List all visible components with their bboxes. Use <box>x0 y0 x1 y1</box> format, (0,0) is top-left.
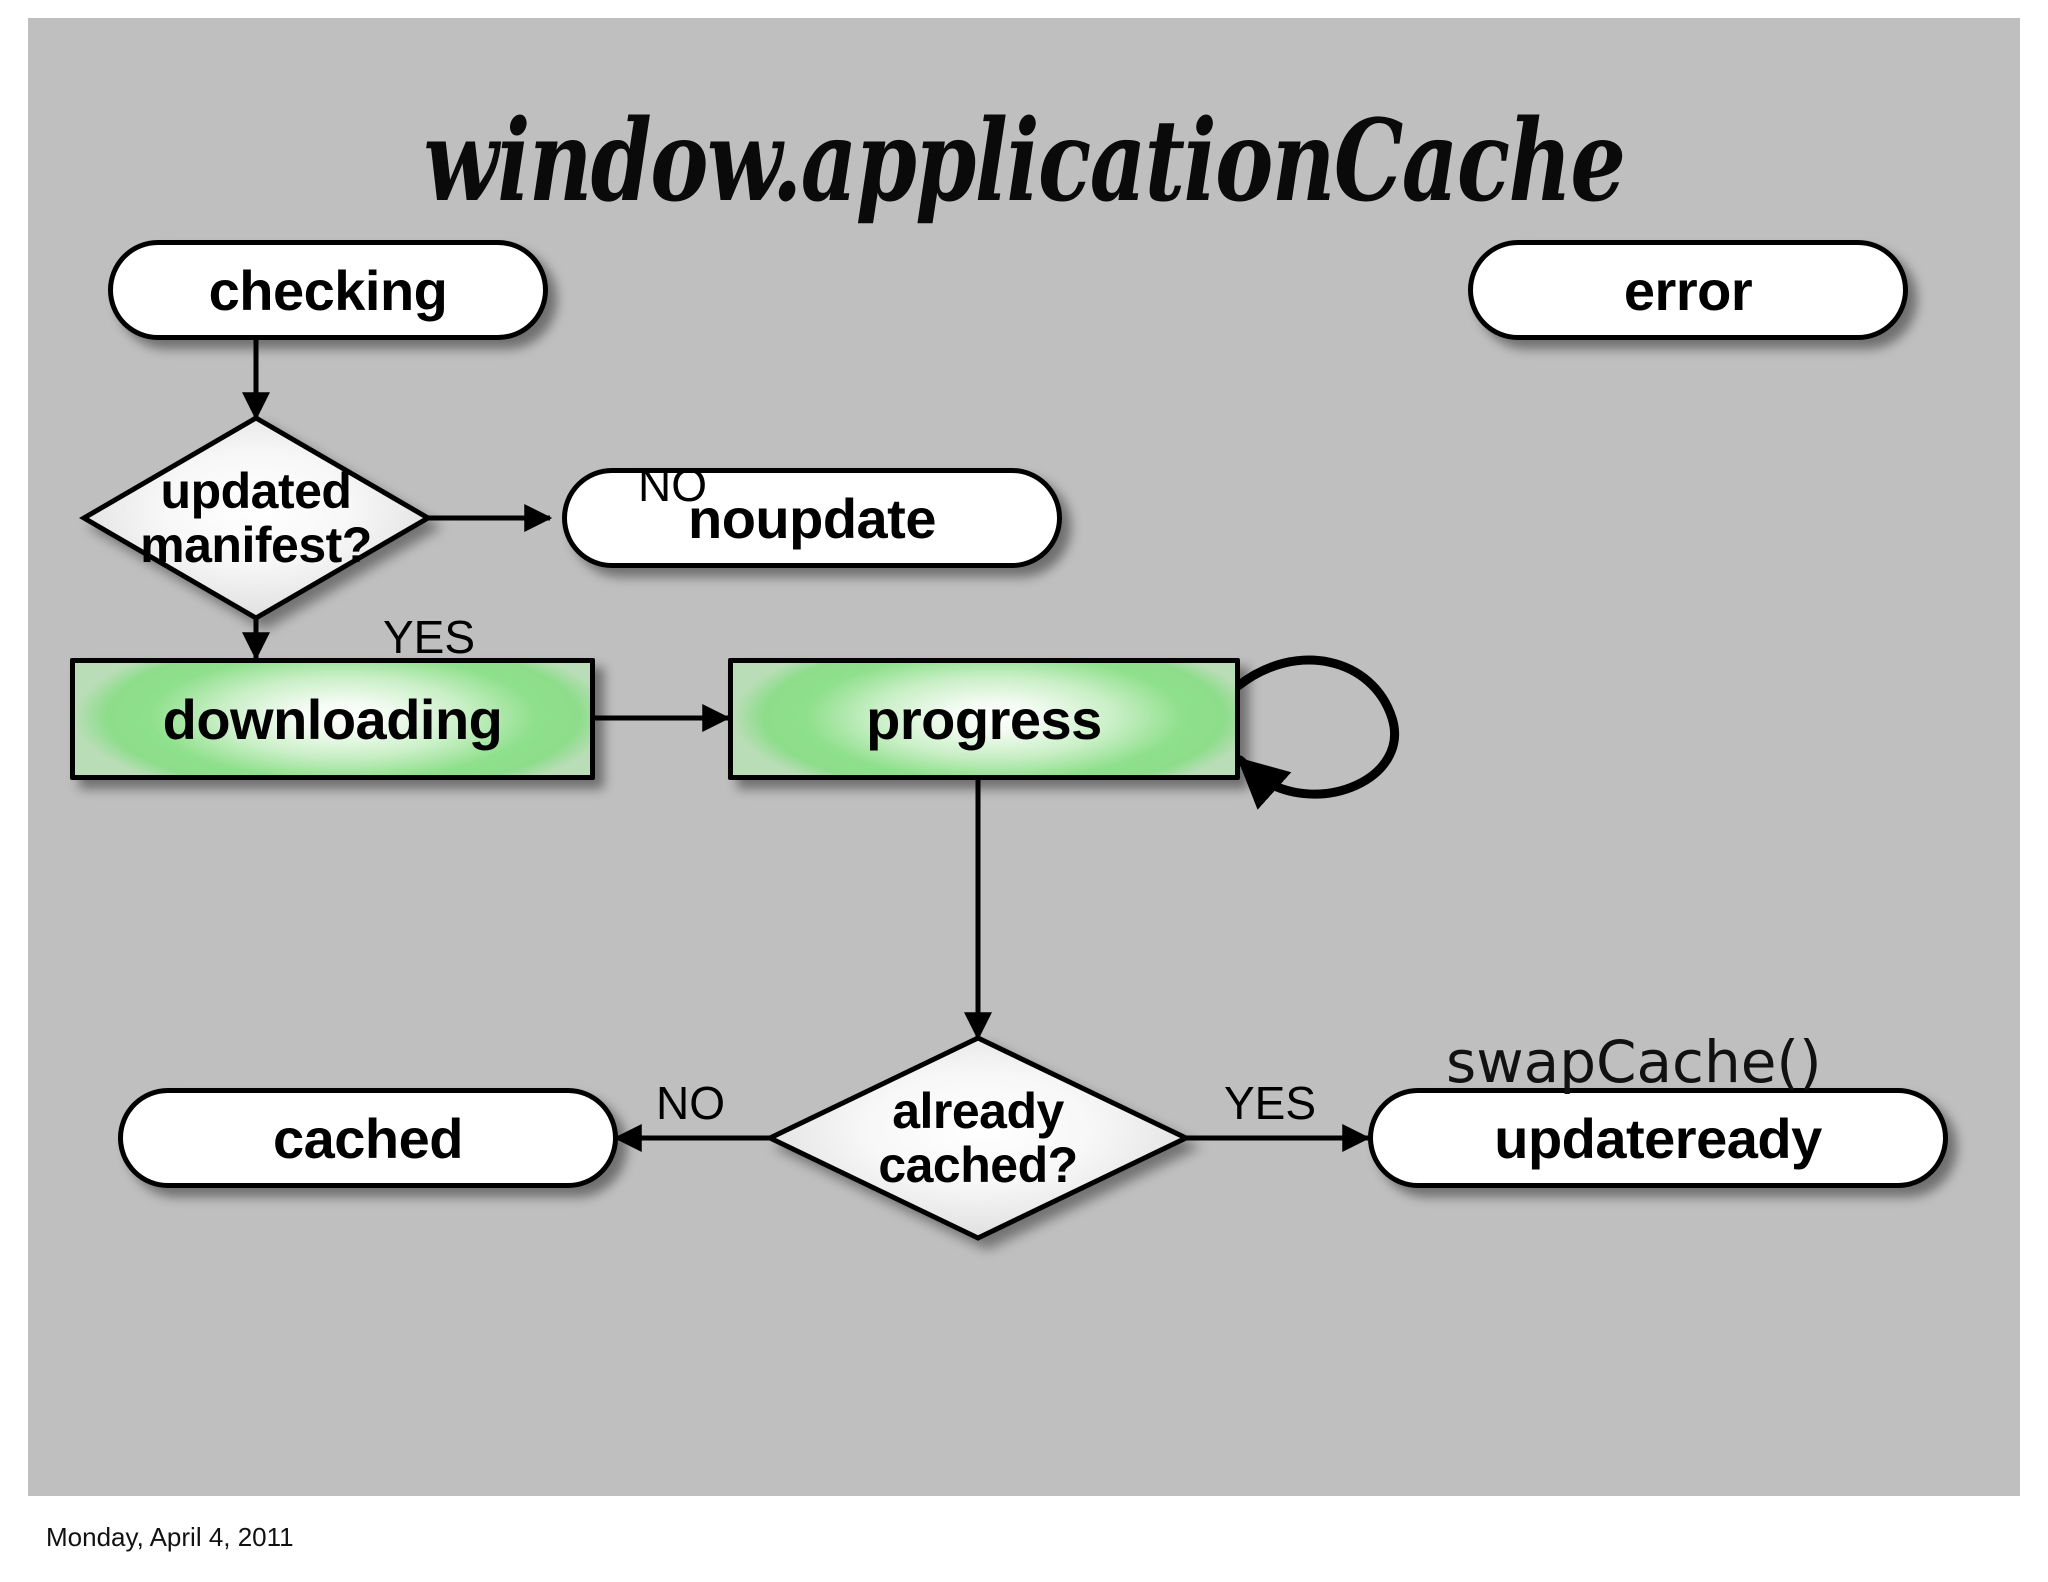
state-updateready[interactable]: updateready <box>1368 1088 1948 1188</box>
decision-already-cached-shape <box>764 1035 1192 1241</box>
state-downloading[interactable]: downloading <box>70 658 595 780</box>
state-progress[interactable]: progress <box>728 658 1240 780</box>
edge-layer <box>79 334 1399 1241</box>
decision-line-2: manifest? <box>140 517 372 573</box>
footer-date: Monday, April 4, 2011 <box>46 1522 294 1552</box>
decision-updated-manifest[interactable]: updated manifest? <box>84 418 428 618</box>
edge-label-yes-manifest: YES <box>383 611 476 663</box>
state-progress-label: progress <box>866 687 1102 751</box>
edge-label-no-manifest: NO <box>638 459 707 511</box>
state-cached[interactable]: cached <box>118 1088 618 1188</box>
edge-label-yes-already-cached: YES <box>1224 1077 1317 1129</box>
decision-line-1: updated <box>160 463 352 519</box>
page-title: window.applicationCache <box>423 96 1626 227</box>
state-downloading-label: downloading <box>162 687 503 751</box>
state-checking-label: checking <box>208 258 448 322</box>
decision-updated-manifest-shape <box>79 415 433 621</box>
swapcache-annotation: swapCache() <box>1446 1028 1822 1096</box>
decision-already-cached[interactable]: already cached? <box>770 1038 1186 1238</box>
state-error[interactable]: error <box>1468 240 1908 340</box>
state-cached-label: cached <box>273 1106 464 1170</box>
state-noupdate-label: noupdate <box>688 486 936 550</box>
state-noupdate[interactable]: noupdate <box>562 468 1062 568</box>
decision-line-1: already <box>892 1083 1064 1139</box>
state-checking[interactable]: checking <box>108 240 548 340</box>
state-updateready-label: updateready <box>1494 1106 1822 1170</box>
state-error-label: error <box>1623 258 1753 322</box>
decision-updated-manifest-label: updated manifest? <box>84 418 428 618</box>
decision-line-2: cached? <box>878 1137 1078 1193</box>
edge-label-no-already-cached: NO <box>656 1077 725 1129</box>
slide-canvas: window.applicationCache <box>28 18 2020 1496</box>
decision-already-cached-label: already cached? <box>770 1038 1186 1238</box>
